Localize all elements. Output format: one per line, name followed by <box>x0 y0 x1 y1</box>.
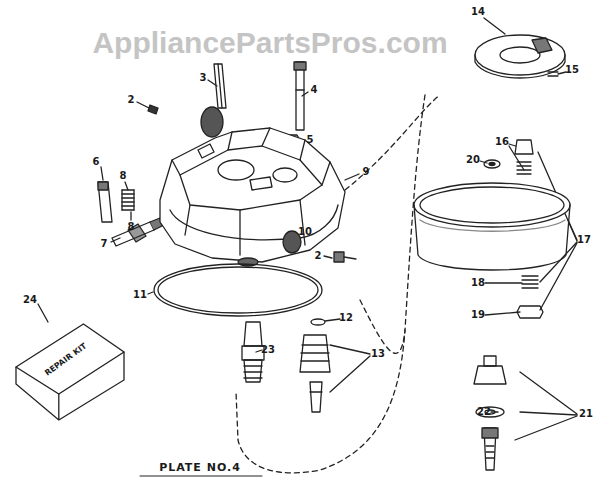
callout-number: 12 <box>339 313 353 323</box>
callout-number: 22 <box>477 407 491 417</box>
callout-number: 23 <box>261 345 275 355</box>
repair-kit-box: REPAIR KIT <box>14 322 126 422</box>
callout-number: 15 <box>565 65 579 75</box>
callout-number: 16 <box>495 137 509 147</box>
callout-number: 6 <box>93 157 100 167</box>
watermark: AppliancePartsPros.com <box>92 28 447 58</box>
callout-number: 21 <box>579 409 593 419</box>
callout-number: 7 <box>101 239 108 249</box>
callout-number: 2 <box>128 95 135 105</box>
callout-number: 10 <box>298 227 312 237</box>
callout-number: 3 <box>200 73 207 83</box>
callout-number: 13 <box>371 349 385 359</box>
callout-number: 17 <box>577 235 591 245</box>
plate-caption: PLATE NO.4 <box>159 462 241 473</box>
box-outline <box>14 322 126 422</box>
callout-number: 24 <box>23 295 37 305</box>
callout-number: 8 <box>120 171 127 181</box>
callout-number: 20 <box>466 155 480 165</box>
callout-number: 11 <box>133 290 147 300</box>
callout-number: 19 <box>471 310 485 320</box>
callout-number: 8 <box>128 222 135 232</box>
callout-number: 14 <box>471 7 485 17</box>
callout-number: 18 <box>471 278 485 288</box>
callout-number: 2 <box>315 251 322 261</box>
callout-number: 9 <box>363 167 370 177</box>
callout-number: 4 <box>311 85 318 95</box>
callout-number: 5 <box>307 135 314 145</box>
